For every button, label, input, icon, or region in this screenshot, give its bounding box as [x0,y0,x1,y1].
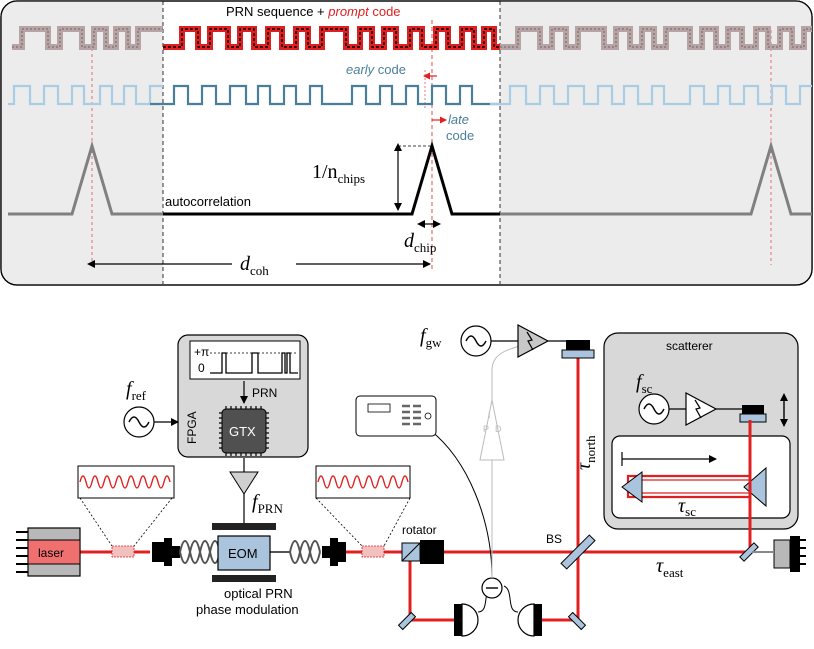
fpga-box: +π 0 PRN FPGA GTX [177,334,309,472]
mirror-bottom-left [397,611,417,631]
laser-label: laser [38,546,64,560]
laser-icon: laser [16,527,81,577]
north-piezo-icon [566,340,590,350]
fpga-plus-pi: +π [194,345,209,359]
eom-label: EOM [228,546,258,561]
amplitude-label: 1/nchips [312,161,365,186]
beam-splitter-icon [560,534,596,570]
rotator-icon: rotator [401,523,444,564]
sc-piezo-icon [742,405,764,414]
svg-text:I: I [488,410,491,420]
mirror-east [739,542,759,562]
retro-prism-left [621,471,643,503]
early-code-waveform [8,84,812,106]
fprn-label: fPRN [252,491,283,516]
ipd-amplifier-icon: I P D [479,345,521,461]
early-code-label: early code [346,62,406,77]
retro-prism-right [743,466,767,508]
prn-label: PRN [252,386,277,400]
top-title: PRN sequence + prompt code [226,4,401,19]
fiber-connector-right [322,538,346,566]
caption-line2: phase modulation [196,602,299,617]
scatterer-title: scatterer [666,339,713,353]
fsc-label: fsc [636,371,653,396]
mirror-bottom-right [567,611,587,631]
dcoh-label: dcoh [240,253,269,278]
fref-label: fref [126,378,147,403]
dchip-label: dchip [404,230,436,255]
scatterer-box: scatterer τsc fsc [603,332,799,530]
fiber-terminal-right [773,536,806,572]
bs-label: BS [546,532,562,546]
gtx-label: GTX [229,424,256,439]
photodiode-right-icon [517,603,542,637]
tau-east-label: τeast [656,555,684,580]
late-code-label-2: code [446,128,474,143]
eom-driver-amplifier-icon [229,471,259,495]
autocorrelation-curve [8,140,812,216]
readout-device-icon [355,395,437,437]
fgw-label: fgw [420,325,442,350]
rotator-label: rotator [402,523,437,537]
tau-sc-label: τsc [678,495,696,519]
gtx-chip-icon: GTX [219,406,269,456]
fiber-connector-left [152,538,180,566]
late-code-label-1: late [448,112,469,127]
caption-line1: optical PRN [224,586,293,601]
eom-icon: EOM [212,523,276,582]
fiber-zoom-left [77,465,175,558]
top-panel: PRN sequence + prompt code early code la… [0,0,813,286]
tau-north-label: τnorth [573,435,598,470]
fpga-waveform [210,352,298,374]
svg-text:P: P [483,424,489,434]
fpga-label: FPGA [185,411,199,444]
svg-text:D: D [495,424,502,434]
autocorrelation-label: autocorrelation [165,194,251,209]
fpga-zero: 0 [198,361,205,375]
prn-sequence [12,26,812,50]
photodiode-left-icon [454,603,479,637]
fiber-zoom-right [315,465,411,558]
fgw-amplifier-icon [517,324,550,358]
